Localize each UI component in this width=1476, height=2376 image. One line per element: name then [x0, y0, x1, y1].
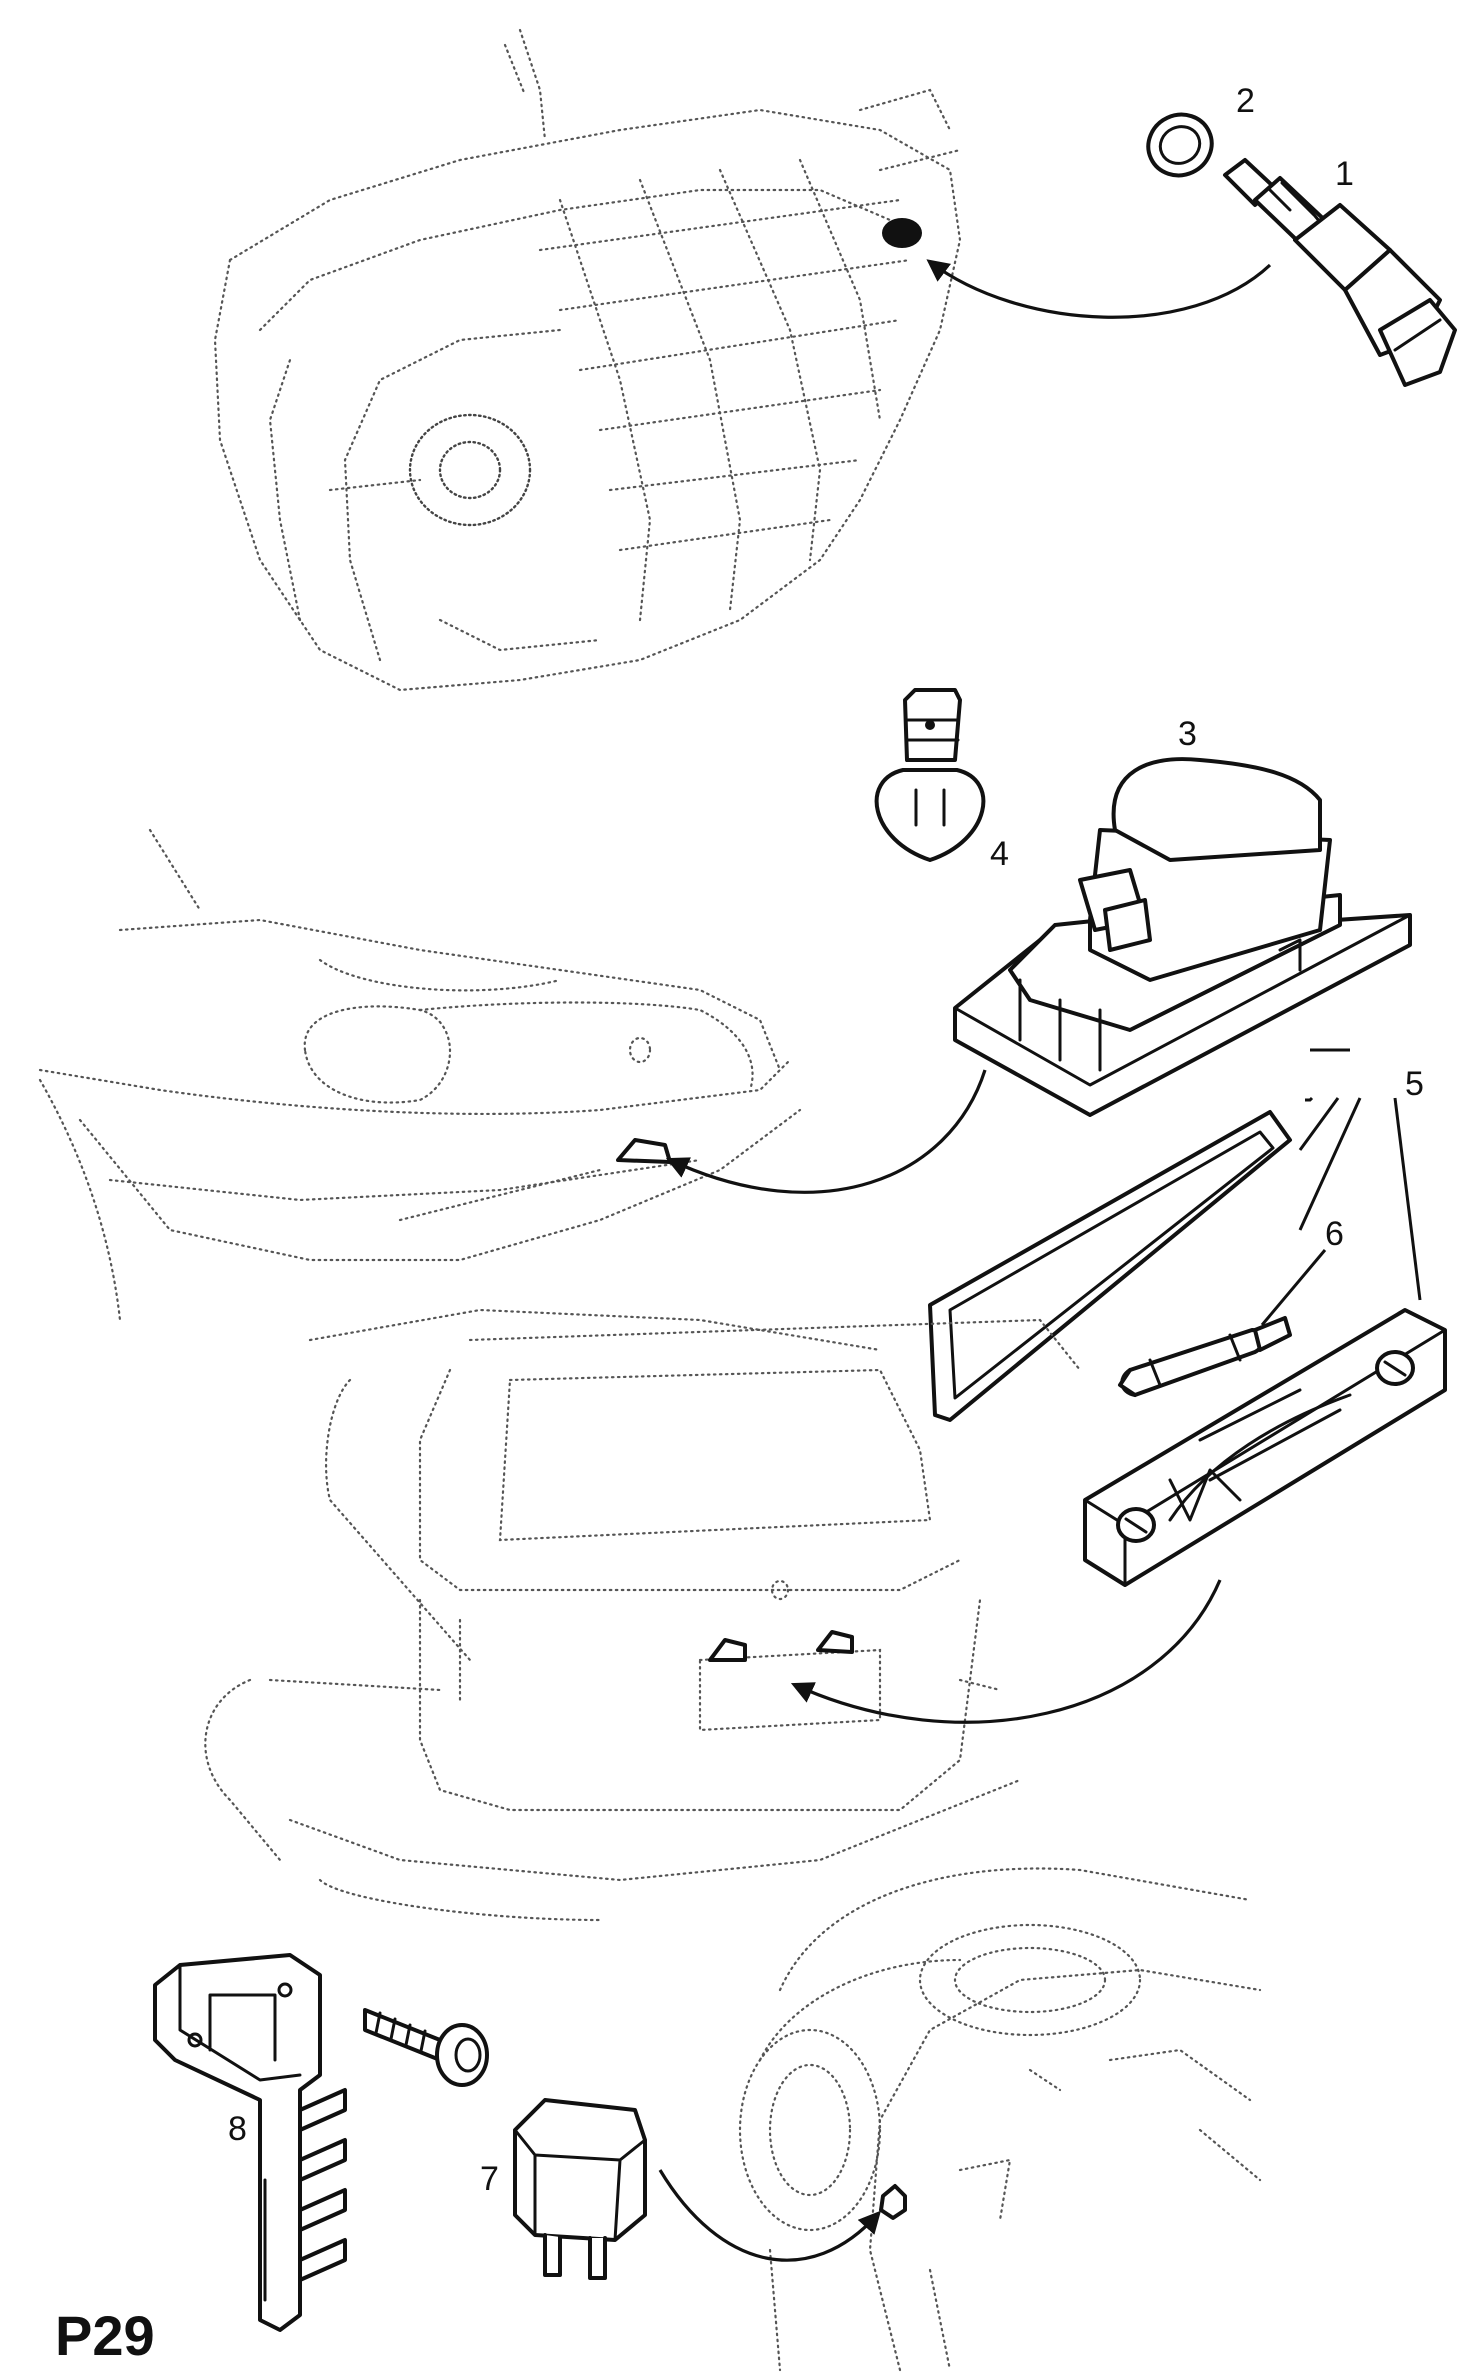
- dashboard-illustration: [738, 1867, 1262, 2372]
- callout-4: 4: [990, 835, 1009, 873]
- callout-1: 1: [1335, 155, 1354, 193]
- reversing-light-switch: [1223, 158, 1457, 387]
- rear-fog-lamp: [953, 757, 1412, 1117]
- number-plate-light-lens: [1083, 1308, 1447, 1587]
- callout-3: 3: [1178, 715, 1197, 753]
- page-code: P29: [55, 2304, 155, 2367]
- callout-7: 7: [480, 2160, 499, 2198]
- switch-mount-point: [882, 218, 922, 248]
- callout-6: 6: [1325, 1215, 1344, 1253]
- screw: [363, 2008, 489, 2087]
- car-illustration-number-plate-light: [204, 1308, 1082, 1922]
- sealing-ring: [1146, 112, 1214, 178]
- callout-2: 2: [1236, 82, 1255, 120]
- leader-lines: [1260, 1048, 1422, 1326]
- relay-bracket: [153, 1953, 347, 2332]
- callout-8: 8: [228, 2110, 247, 2148]
- gearbox-illustration: [213, 28, 962, 692]
- bulb: [874, 688, 986, 862]
- callout-5: 5: [1405, 1065, 1424, 1103]
- relay: [513, 2098, 647, 2280]
- car-illustration-fog-lamp: [38, 828, 802, 1322]
- festoon-bulb: [1118, 1316, 1292, 1397]
- number-plate-light-gasket: [928, 1110, 1292, 1422]
